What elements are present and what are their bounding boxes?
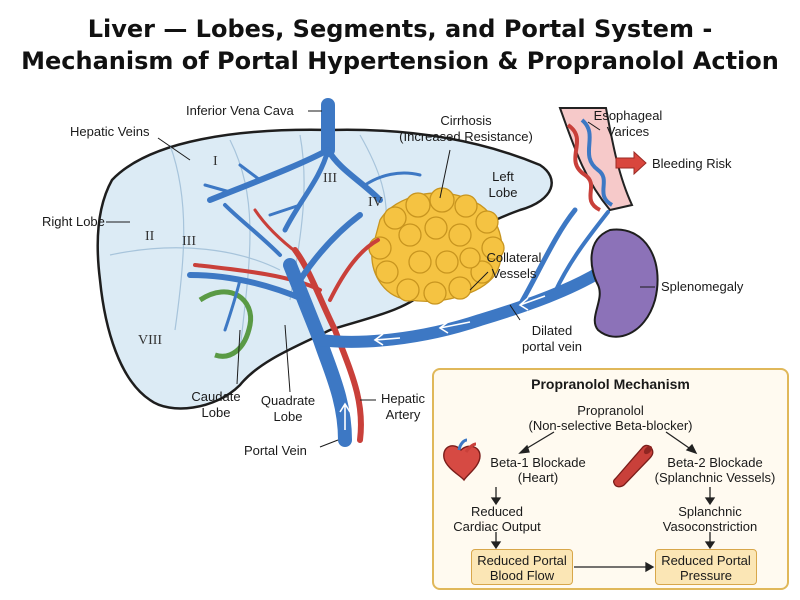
cirrhosis-nodules <box>368 187 505 305</box>
segment-I: I <box>213 154 218 169</box>
label-quadrate-2: Lobe <box>274 409 303 424</box>
label-caudate-2: Lobe <box>202 405 231 420</box>
label-esophageal-2: Varices <box>607 124 650 139</box>
hepatic-veins <box>203 98 422 233</box>
result-reduced-portal-blood-flow: Reduced Portal Blood Flow <box>471 549 573 585</box>
mechanism-drug-2: (Non-selective Beta-blocker) <box>528 418 693 433</box>
bile-duct <box>198 289 254 359</box>
label-dilated-2: portal vein <box>522 339 582 354</box>
bleeding-arrow-icon <box>615 150 647 176</box>
label-splenomegaly: Splenomegaly <box>661 279 744 294</box>
heart-icon <box>443 438 481 482</box>
label-hepatic-artery-1: Hepatic <box>381 391 426 406</box>
splanchnic-vasoconstriction-2: Vasoconstriction <box>662 519 758 534</box>
beta1-blockade-2: (Heart) <box>517 470 559 485</box>
label-cirrhosis-1: Cirrhosis <box>440 113 492 128</box>
label-portal-vein: Portal Vein <box>244 443 307 458</box>
leader-lines <box>106 110 655 448</box>
propranolol-mechanism-box: Propranolol Mechanism Propranolol (Non-s… <box>432 368 789 590</box>
label-bleeding-risk: Bleeding Risk <box>652 156 732 171</box>
segment-III: III <box>323 171 337 186</box>
label-esophageal-1: Esophageal <box>594 108 663 123</box>
label-cirrhosis-2: (Increased Resistance) <box>399 129 533 144</box>
beta2-blockade-1: Beta-2 Blockade <box>667 455 763 470</box>
label-collateral-1: Collateral <box>487 250 542 265</box>
result-reduced-portal-pressure: Reduced Portal Pressure <box>655 549 757 585</box>
label-collateral-2: Vessels <box>492 266 537 281</box>
esophagus <box>558 107 634 212</box>
reduced-cardiac-output-1: Reduced <box>470 504 524 519</box>
beta2-blockade-2: (Splanchnic Vessels) <box>654 470 776 485</box>
label-left-lobe-1: Left <box>492 169 514 184</box>
spleen <box>590 228 659 338</box>
result-flow-1: Reduced Portal <box>477 553 567 568</box>
label-quadrate-1: Quadrate <box>261 393 315 408</box>
reduced-cardiac-output-2: Cardiac Output <box>453 519 541 534</box>
segment-II: II <box>145 229 155 244</box>
label-hepatic-artery-2: Artery <box>386 407 421 422</box>
beta1-blockade-1: Beta-1 Blockade <box>490 455 586 470</box>
blood-vessel-icon <box>612 444 654 488</box>
flow-arrows <box>339 295 546 430</box>
label-ivc: Inferior Vena Cava <box>186 103 294 118</box>
result-pressure-2: Pressure <box>679 568 733 583</box>
page-title-line1: Liver — Lobes, Segments, and Portal Syst… <box>87 15 713 43</box>
label-caudate-1: Caudate <box>191 389 240 404</box>
label-dilated-1: Dilated <box>532 323 572 338</box>
result-pressure-1: Reduced Portal <box>661 553 751 568</box>
label-right-lobe: Right Lobe <box>42 214 105 229</box>
splanchnic-vasoconstriction-1: Splanchnic <box>678 504 742 519</box>
mechanism-arrows <box>443 431 716 573</box>
mechanism-drug-1: Propranolol <box>577 403 644 418</box>
segment-IV: IV <box>368 195 383 210</box>
label-hepatic-veins: Hepatic Veins <box>70 124 150 139</box>
label-left-lobe-2: Lobe <box>489 185 518 200</box>
segment-III-right: III <box>182 234 196 249</box>
segment-VIII: VIII <box>138 333 162 348</box>
mechanism-title: Propranolol Mechanism <box>531 376 690 392</box>
page-title-line2: Mechanism of Portal Hypertension & Propr… <box>21 47 779 75</box>
result-flow-2: Blood Flow <box>489 568 555 583</box>
